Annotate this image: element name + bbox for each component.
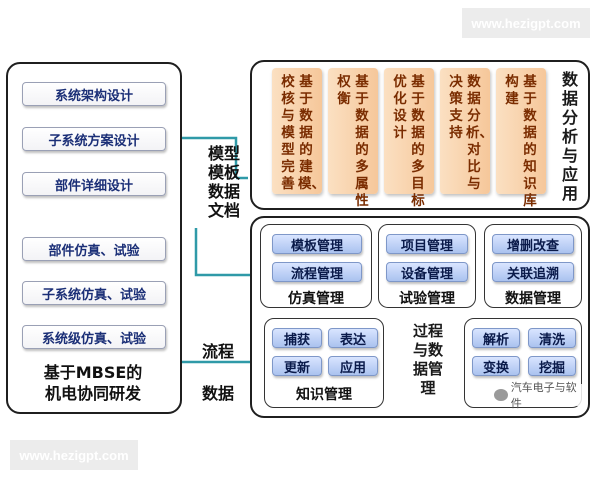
parse-item[interactable]: 解析 (472, 328, 520, 348)
analysis-col-tradeoff-text-b: 权衡 (337, 74, 351, 107)
analysis-col-decision-text-b: 决策支持 (449, 74, 463, 141)
analysis-col-modeling-text-a: 基于数据的建模、 (298, 74, 325, 192)
analysis-col-optimization-text-a: 基于数据的多目标 (411, 74, 425, 209)
analysis-col-optimization[interactable]: 基于数据的多目标 优化设计 (384, 68, 434, 209)
analysis-col-decision-text-a: 数据分析、对比与 (466, 74, 493, 192)
watermark-bottom: www.hezigpt.com (10, 440, 138, 470)
wechat-badge: 汽车电子与软件 (494, 381, 586, 410)
crud-item[interactable]: 增删改查 (492, 234, 574, 254)
clean-item[interactable]: 清洗 (528, 328, 576, 348)
project-management-item[interactable]: 项目管理 (386, 234, 468, 254)
connector-doc-line1: 模型 (207, 144, 240, 163)
connector-flow-label: 流程 (201, 342, 234, 361)
left-panel-title-line1: 基于MBSE的 (43, 363, 143, 382)
flow-management-item[interactable]: 流程管理 (272, 262, 362, 282)
analysis-col-decision[interactable]: 数据分析、对比与 决策支持 (440, 68, 493, 194)
knowledge-management-label: 知识管理 (296, 387, 352, 403)
apply-item[interactable]: 应用 (328, 356, 378, 376)
subsystem-design-item[interactable]: 子系统方案设计 (22, 127, 166, 151)
test-management-label: 试验管理 (399, 291, 455, 307)
express-item[interactable]: 表达 (328, 328, 378, 348)
left-panel-title-line2: 机电协同研发 (44, 384, 141, 403)
update-item[interactable]: 更新 (272, 356, 322, 376)
connector-doc-line2: 模板 (207, 163, 240, 182)
wechat-badge-text: 汽车电子与软件 (510, 381, 577, 410)
transform-item[interactable]: 变换 (472, 356, 520, 376)
analysis-col-tradeoff[interactable]: 基于数据的多属性 权衡 (328, 68, 378, 209)
connector-doc-line4: 文档 (207, 201, 240, 220)
analysis-col-tradeoff-text-a: 基于数据的多属性 (355, 74, 369, 209)
data-analysis-title: 数据分析与应用 (561, 70, 578, 203)
analysis-col-modeling-text-b: 校核与模型完善 (281, 74, 295, 192)
mine-item[interactable]: 挖掘 (528, 356, 576, 376)
analysis-col-modeling[interactable]: 基于数据的建模、 校核与模型完善 (272, 68, 325, 194)
capture-item[interactable]: 捕获 (272, 328, 322, 348)
analysis-col-knowledge-text-a: 基于数据的知识库 (523, 74, 537, 209)
analysis-col-optimization-text-b: 优化设计 (393, 74, 407, 141)
data-management-label: 数据管理 (505, 291, 561, 307)
component-design-item[interactable]: 部件详细设计 (22, 172, 166, 196)
system-simulation-item[interactable]: 系统级仿真、试验 (22, 325, 166, 349)
connector-doc-line3: 数据 (207, 182, 240, 201)
template-management-item[interactable]: 模板管理 (272, 234, 362, 254)
component-simulation-item[interactable]: 部件仿真、试验 (22, 237, 166, 261)
analysis-col-knowledge[interactable]: 基于数据的知识库 构建 (496, 68, 546, 209)
process-data-center-label: 过程与数据管理 (412, 322, 443, 397)
subsystem-simulation-item[interactable]: 子系统仿真、试验 (22, 281, 166, 305)
connector-data-label: 数据 (201, 384, 234, 403)
traceability-item[interactable]: 关联追溯 (492, 262, 574, 282)
system-architecture-item[interactable]: 系统架构设计 (22, 82, 166, 106)
simulation-management-label: 仿真管理 (288, 291, 344, 307)
watermark-top: www.hezigpt.com (462, 8, 590, 38)
wechat-icon (494, 389, 508, 401)
equipment-management-item[interactable]: 设备管理 (386, 262, 468, 282)
analysis-col-knowledge-text-b: 构建 (505, 74, 519, 107)
